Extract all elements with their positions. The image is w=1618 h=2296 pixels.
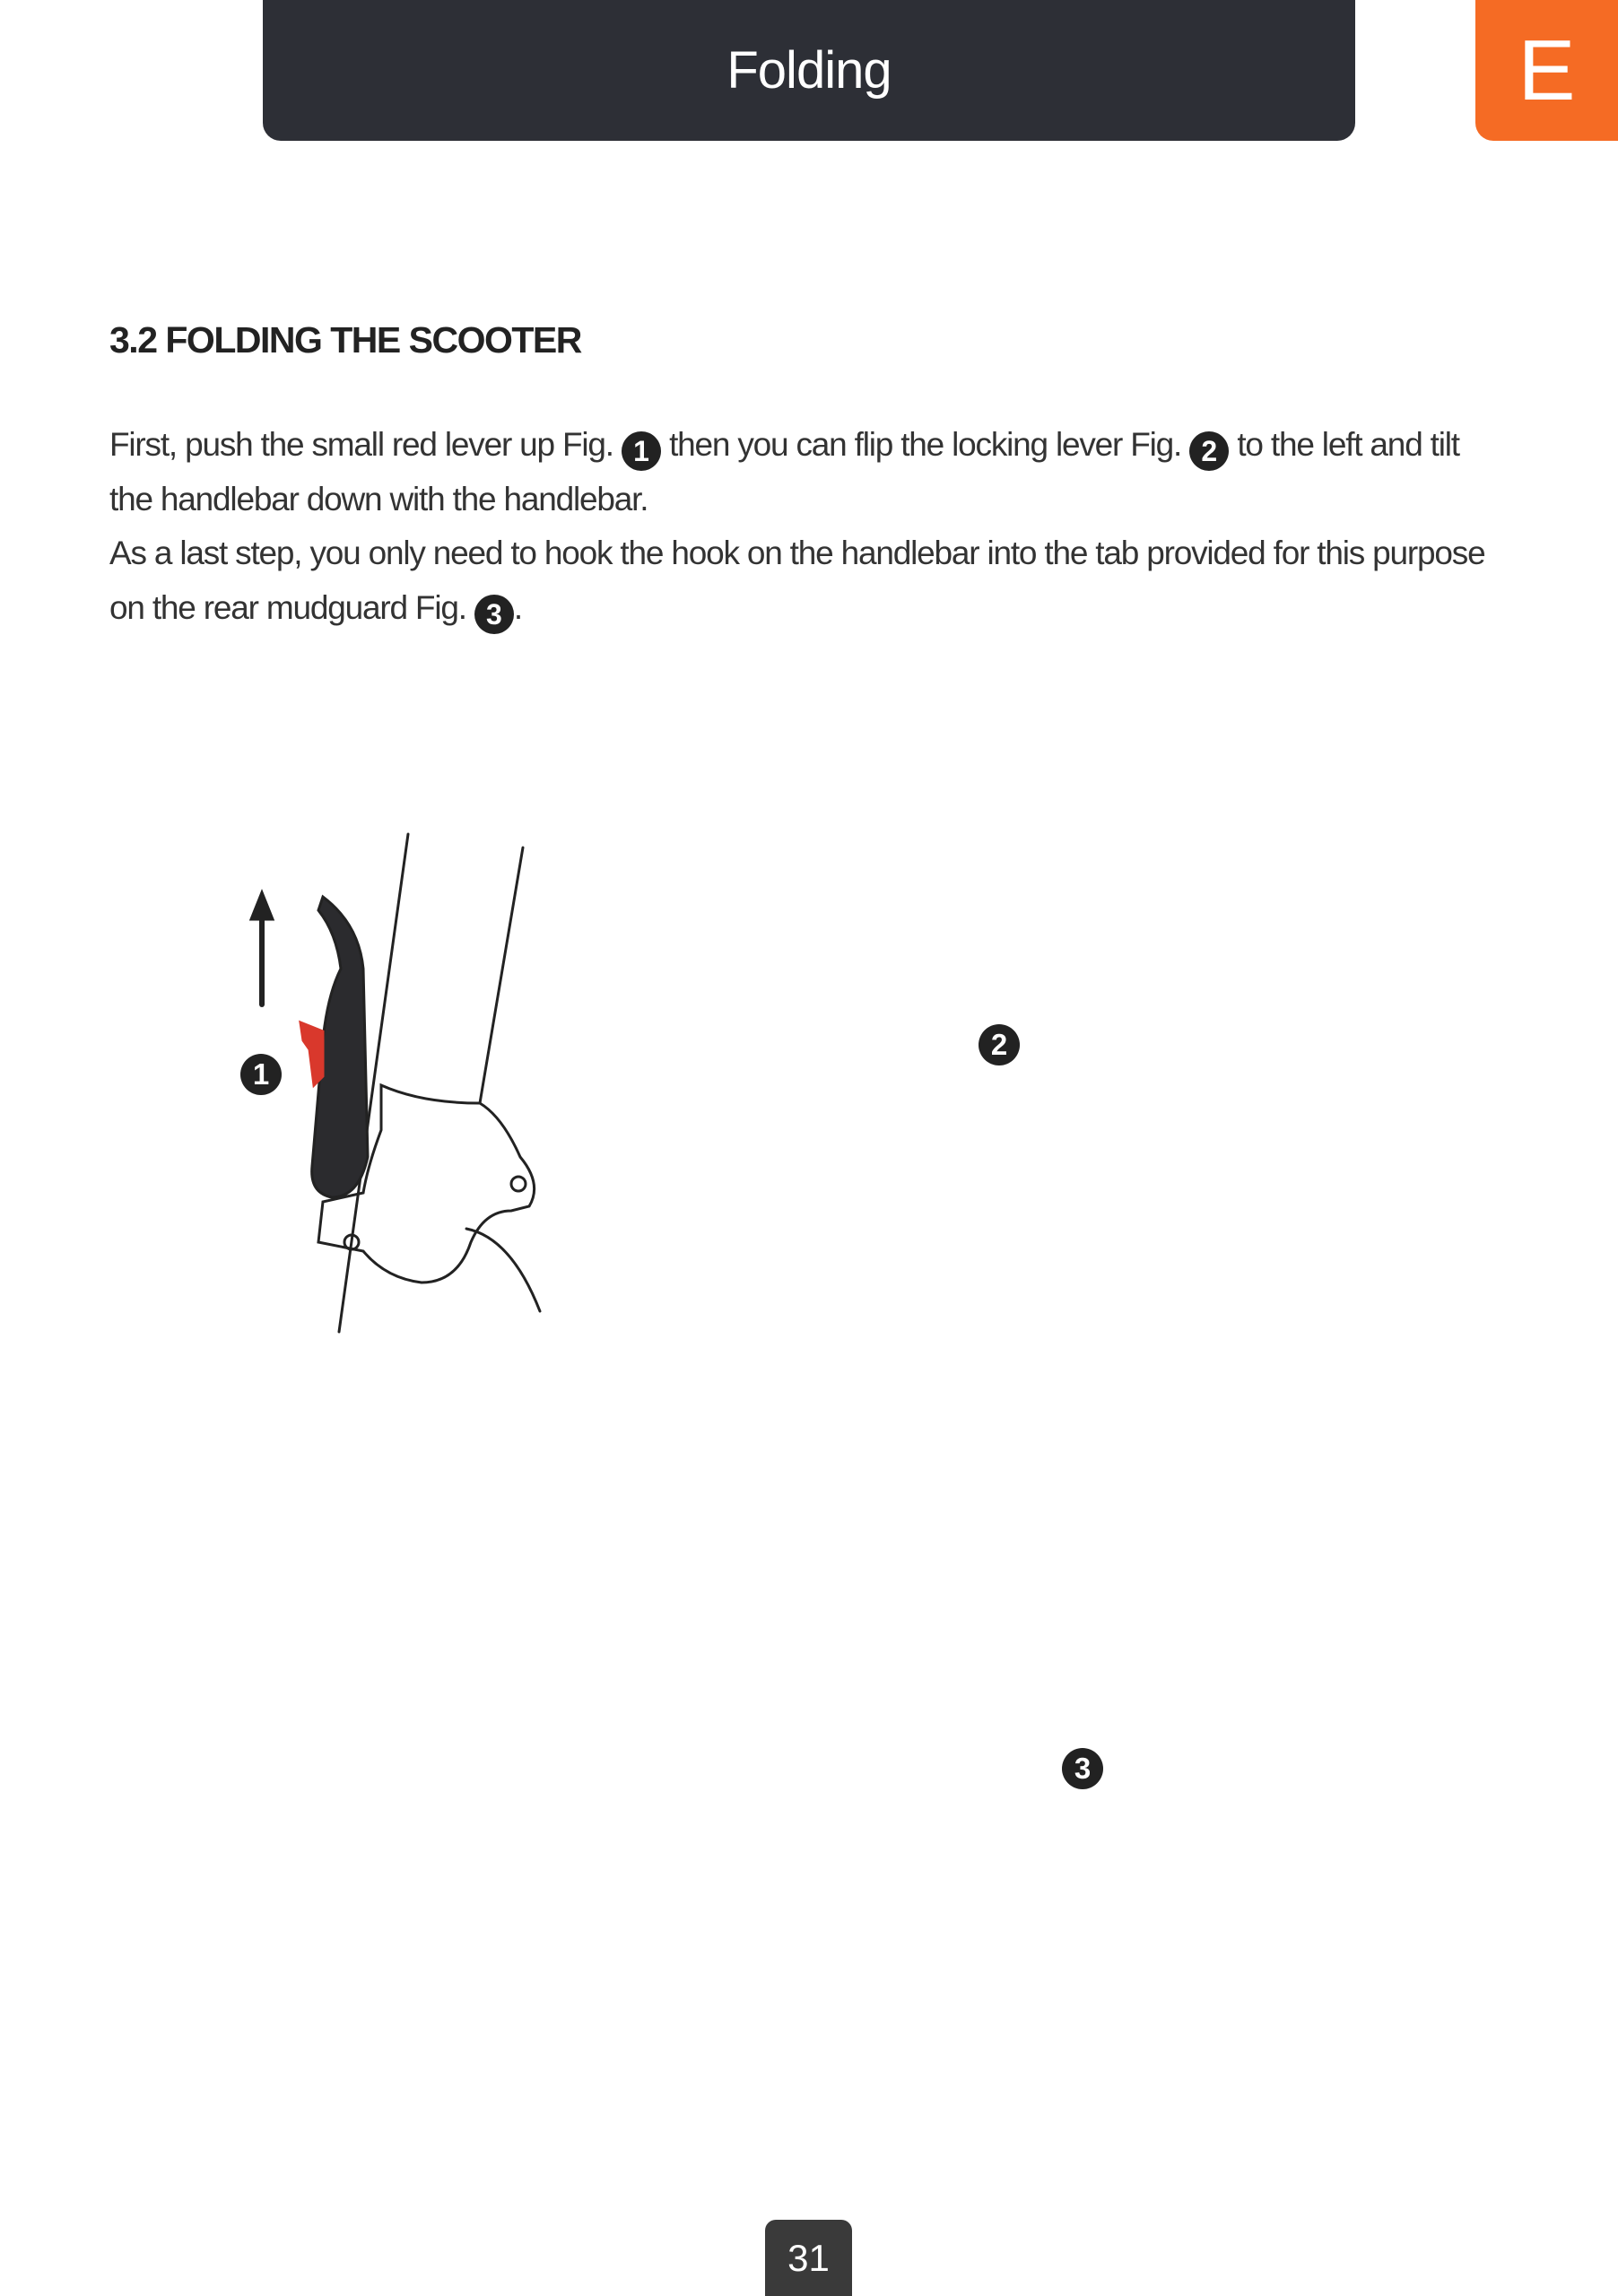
language-tab-label: E bbox=[1518, 22, 1576, 118]
figure-label-3: 3 bbox=[1062, 1748, 1103, 1789]
figure-ref-1: 1 bbox=[621, 431, 661, 471]
language-tab: E bbox=[1475, 0, 1618, 141]
section-heading: 3.2 FOLDING THE SCOOTER bbox=[109, 319, 582, 361]
instruction-line-1: First, push the small red lever up Fig. … bbox=[109, 418, 1509, 526]
text: . bbox=[513, 588, 523, 626]
figure-ref-3: 3 bbox=[474, 594, 514, 634]
text: As a last step, you only need to hook th… bbox=[109, 535, 1486, 626]
text: then you can flip the locking lever Fig. bbox=[669, 426, 1182, 463]
text: First, push the small red lever up Fig. bbox=[109, 426, 614, 463]
figure-label-1: 1 bbox=[240, 1054, 282, 1095]
chapter-title: Folding bbox=[726, 41, 892, 100]
figure-label-2: 2 bbox=[979, 1024, 1020, 1065]
instructions-paragraph: First, push the small red lever up Fig. … bbox=[109, 418, 1509, 635]
page-number-badge: 31 bbox=[765, 2220, 852, 2296]
chapter-header: Folding bbox=[263, 0, 1355, 141]
red-lever-push-up-illustration bbox=[248, 832, 542, 1334]
figure-ref-2: 2 bbox=[1189, 431, 1230, 471]
instruction-line-2: As a last step, you only need to hook th… bbox=[109, 526, 1509, 635]
text: to the left and tilt the handlebar down … bbox=[109, 426, 1460, 517]
page-number: 31 bbox=[787, 2236, 830, 2279]
